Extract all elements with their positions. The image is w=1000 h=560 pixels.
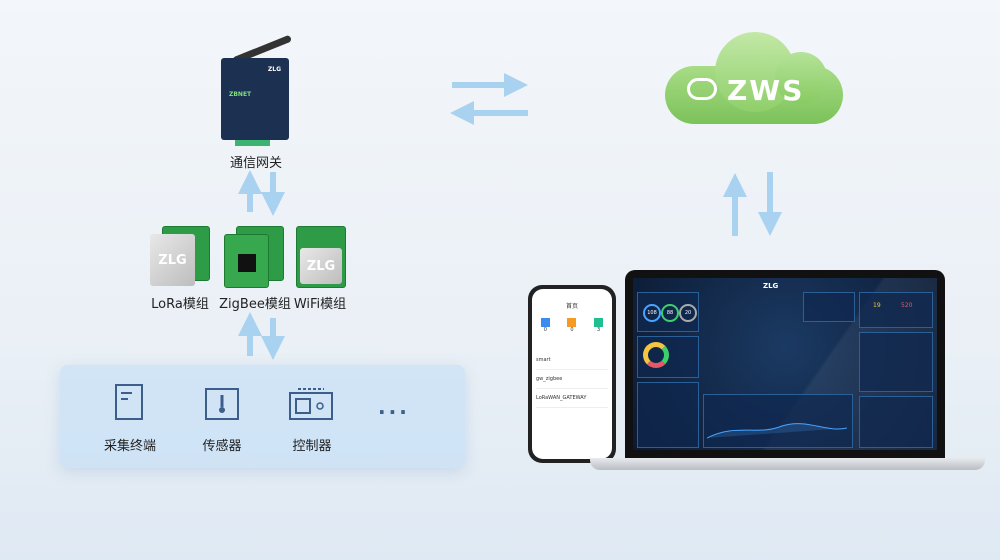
lora-label: LoRa模组 <box>151 297 209 312</box>
wifi-label: WiFi模组 <box>293 297 347 312</box>
gateway-model: ZBNET <box>229 91 252 98</box>
terminal-label: 采集终端 <box>103 439 157 454</box>
gateway-label: 通信网关 <box>229 156 283 171</box>
lora-module: ZLG <box>150 226 210 288</box>
terminal-icon <box>115 384 143 420</box>
controller-label: 控制器 <box>292 439 332 454</box>
zigbee-label: ZigBee模组 <box>219 297 291 312</box>
laptop-base <box>590 458 985 470</box>
list-item[interactable]: gw_zigbee <box>536 370 608 389</box>
alarm-count: 19 <box>873 302 881 309</box>
sensor-label: 传感器 <box>202 439 242 454</box>
cloud-logo-icon <box>687 78 717 100</box>
stat-value: 3 <box>597 327 601 333</box>
devices-panel: ... 采集终端 传感器 控制器 <box>60 365 465 468</box>
wifi-chip-logo: ZLG <box>300 248 342 284</box>
zigbee-module <box>224 226 286 288</box>
lora-chip-logo: ZLG <box>150 234 195 286</box>
ring-stat: 20 <box>679 304 697 322</box>
list-item[interactable]: smart <box>536 351 608 370</box>
dashboard-brand: ZLG <box>763 282 779 290</box>
gateway-device: ZLG ZBNET <box>215 28 295 148</box>
ring-stat: 88 <box>661 304 679 322</box>
alarm-count: 520 <box>901 302 913 309</box>
controller-icon <box>289 388 333 420</box>
zws-label: ZWS <box>727 74 805 107</box>
phone-title: 首页 <box>565 303 578 310</box>
thermometer-icon <box>205 388 239 420</box>
stat-value: 0 <box>570 327 574 333</box>
list-item[interactable]: LoRaWAN_GATEWAY <box>536 389 608 408</box>
laptop-dashboard: ZLG 108 88 20 19 520 <box>625 270 945 458</box>
more-devices: ... <box>378 395 410 419</box>
ring-stat: 108 <box>643 304 661 322</box>
zws-cloud: ZWS <box>665 28 843 128</box>
stat-value: 0 <box>543 327 547 333</box>
wifi-module: ZLG <box>296 226 346 288</box>
phone-app: 首页 0 0 3 smart gw_zigbee LoRaWAN_GATEWAY <box>528 285 616 463</box>
gateway-brand: ZLG <box>267 66 281 73</box>
